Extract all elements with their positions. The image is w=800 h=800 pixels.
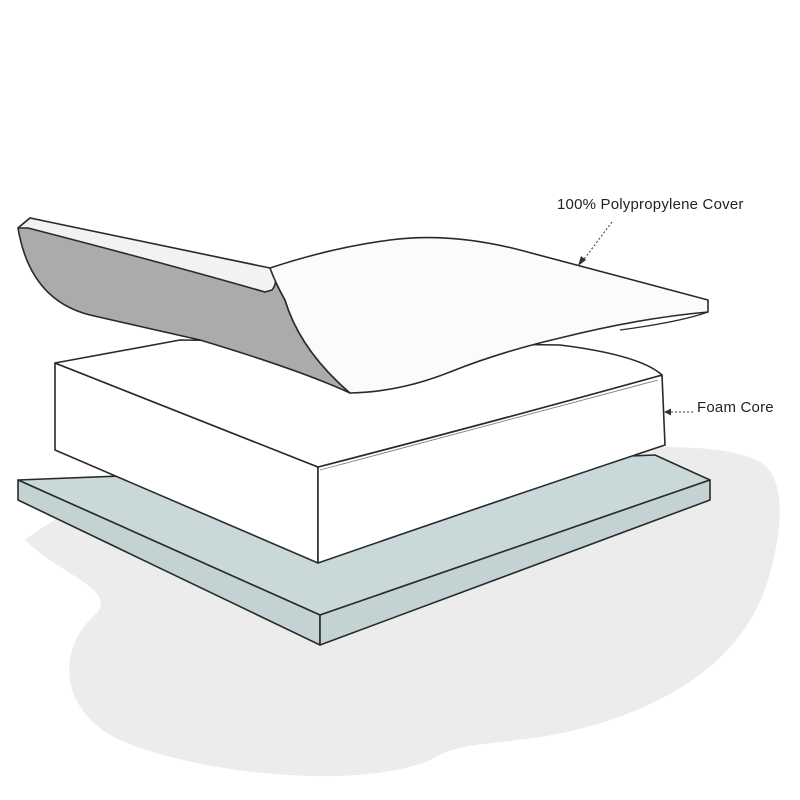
cover-top-surface <box>269 236 709 394</box>
cover-front-edge <box>619 311 709 331</box>
cover-leader-line <box>581 221 613 263</box>
foam-core-top <box>54 339 663 468</box>
foam-core-label: Foam Core <box>697 399 774 416</box>
foam-leader-arrow <box>664 408 671 416</box>
base-board-side-right <box>319 479 711 646</box>
cover-label: 100% Polypropylene Cover <box>557 196 744 213</box>
foam-core-seam <box>319 379 659 471</box>
cover-leader-arrow <box>578 256 586 266</box>
